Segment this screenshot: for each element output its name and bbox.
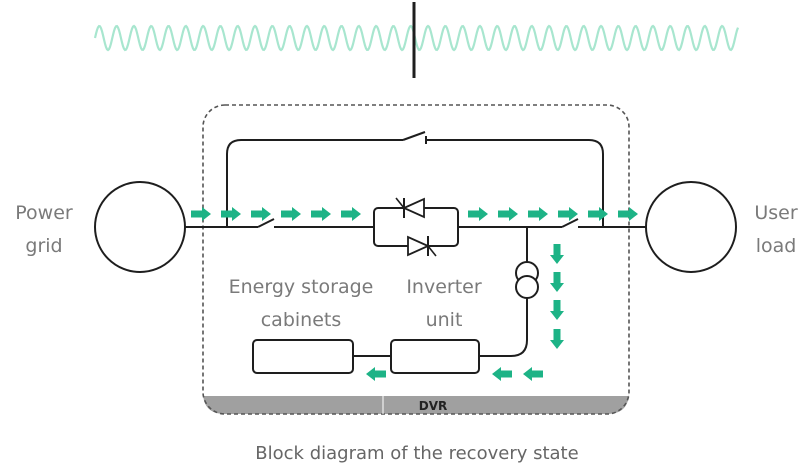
flow-arrow-down — [550, 272, 564, 292]
sine-wave — [93, 24, 740, 52]
energy-storage-label-line1: Energy storage — [229, 276, 374, 298]
flow-arrow-left — [492, 367, 512, 381]
flow-arrow-right — [221, 207, 241, 221]
flow-arrow-right — [528, 207, 548, 221]
voltage-waveform — [93, 2, 740, 78]
bypass-line-left — [226, 139, 403, 227]
dvr-label: DVR — [419, 399, 448, 413]
diagram-caption: Block diagram of the recovery state — [255, 443, 578, 464]
power-grid-circle — [94, 181, 186, 273]
inverter-label-line1: Inverter — [406, 276, 482, 298]
bypass-line-right — [425, 139, 604, 227]
energy-storage-box — [252, 339, 354, 374]
flow-arrow-right — [468, 207, 488, 221]
input-switch — [257, 218, 275, 228]
flow-arrow-right — [498, 207, 518, 221]
flow-arrow-right — [311, 207, 331, 221]
flow-arrow-left — [523, 367, 543, 381]
dvr-frame — [202, 104, 630, 415]
user-load-label-line1: User — [754, 202, 797, 224]
power-grid-label-line2: grid — [25, 235, 62, 257]
upper-thyristor-gate — [395, 197, 405, 209]
energy-flow-arrows — [191, 207, 638, 381]
bypass-switch — [402, 131, 426, 141]
inverter-label-line2: unit — [426, 309, 463, 331]
flow-arrow-down — [550, 329, 564, 349]
thyristor-pair — [373, 197, 459, 257]
flow-arrow-right — [558, 207, 578, 221]
main-wiring — [185, 131, 646, 228]
flow-arrow-right — [251, 207, 271, 221]
inverter-unit-box — [390, 339, 480, 374]
flow-arrow-right — [618, 207, 638, 221]
flow-arrow-right — [281, 207, 301, 221]
lower-thyristor-gate — [427, 245, 437, 257]
transformer-lead-bottom — [479, 298, 528, 357]
user-load-label-line2: load — [756, 235, 797, 257]
flow-arrow-right — [341, 207, 361, 221]
inverter-branch — [252, 227, 539, 374]
user-load-circle — [645, 181, 737, 273]
energy-storage-label-line2: cabinets — [261, 309, 342, 331]
output-switch — [561, 218, 579, 228]
lower-thyristor-symbol — [407, 235, 431, 257]
flow-arrow-left — [366, 367, 386, 381]
flow-arrow-down — [550, 244, 564, 264]
dvr-bottom-bar — [203, 392, 629, 414]
flow-arrow-right — [588, 207, 608, 221]
dvr-enclosure: DVR — [202, 104, 630, 415]
upper-thyristor-symbol — [401, 197, 425, 219]
power-grid-label-line1: Power — [15, 202, 73, 224]
flow-arrow-down — [550, 300, 564, 320]
transformer-coil-lower — [515, 275, 539, 299]
flow-arrow-right — [191, 207, 211, 221]
